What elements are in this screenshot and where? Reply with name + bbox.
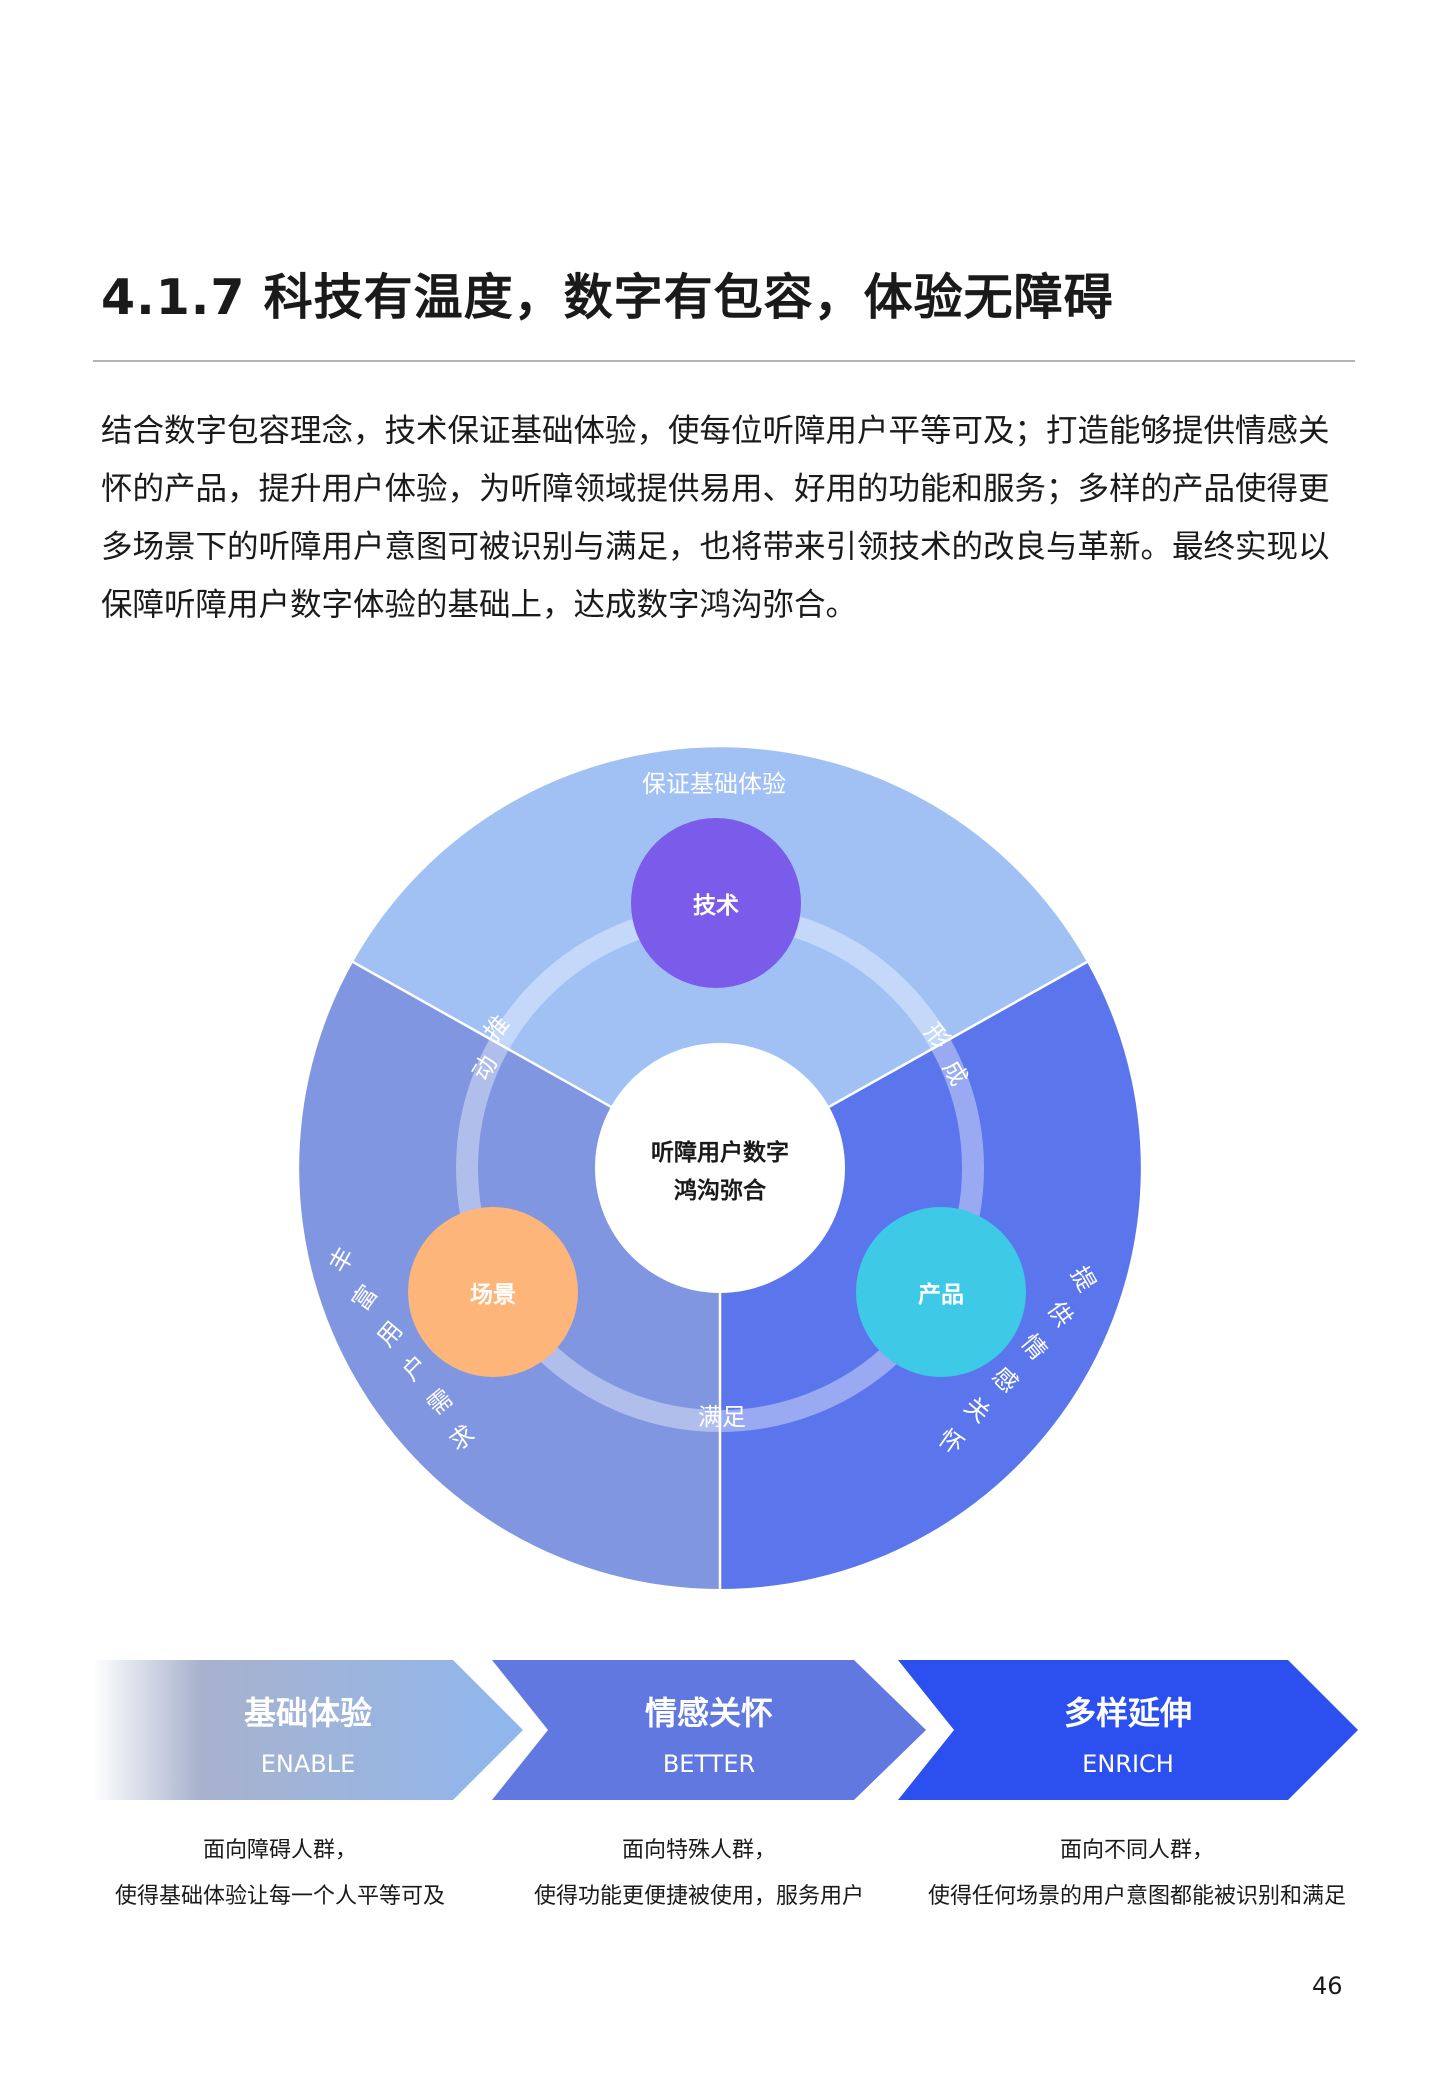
stage-desc-line: 使得功能更便捷被使用，服务用户 (533, 1884, 864, 1909)
stage-title: 多样延伸 (1063, 1694, 1192, 1732)
node-scene (408, 1207, 578, 1377)
stage-subtitle: BETTER (662, 1750, 756, 1778)
stage-chevron-enrich: 多样延伸 ENRICH (898, 1660, 1358, 1800)
stage-chevron-better: 情感关怀 BETTER (492, 1660, 926, 1800)
node-product-label: 产品 (918, 1281, 964, 1308)
stage-chevron-enable: 基础体验 ENABLE (93, 1660, 523, 1800)
center-label-line2: 鸿沟弥合 (674, 1177, 767, 1204)
stage-subtitle: ENRICH (1082, 1750, 1174, 1778)
node-scene-label: 场景 (470, 1282, 516, 1308)
page-title: 4.1.7 科技有温度，数字有包容，体验无障碍 (101, 269, 1114, 326)
stage-desc-line: 使得任何场景的用户意图都能被识别和满足 (927, 1884, 1346, 1909)
node-tech (631, 818, 801, 988)
node-tech-label: 技术 (693, 893, 739, 919)
stage-description-better: 面向特殊人群， 使得功能更便捷被使用，服务用户 (512, 1828, 886, 1920)
stage-desc-line: 面向特殊人群， (621, 1838, 776, 1863)
node-product (856, 1207, 1026, 1377)
stage-desc-line: 使得基础体验让每一个人平等可及 (114, 1884, 445, 1909)
stage-title: 基础体验 (243, 1694, 372, 1732)
center-circle (595, 1043, 845, 1293)
title-divider (93, 360, 1355, 362)
stage-desc-line: 面向不同人群， (1059, 1838, 1214, 1863)
stage-subtitle: ENABLE (260, 1750, 356, 1778)
page-number: 46 (1312, 1972, 1343, 2000)
inclusion-cycle-diagram: 听障用户数字 鸿沟弥合 保证基础体验 技术 场景 产品 推 动 形 成 满足 丰… (299, 747, 1141, 1589)
center-label-line1: 听障用户数字 (651, 1139, 789, 1166)
stage-desc-line: 面向障碍人群， (202, 1838, 357, 1863)
stage-description-enable: 面向障碍人群， 使得基础体验让每一个人平等可及 (93, 1828, 467, 1920)
arc-label-satisfy: 满足 (698, 1403, 746, 1431)
top-sector-label: 保证基础体验 (642, 770, 786, 798)
intro-paragraph: 结合数字包容理念，技术保证基础体验，使每位听障用户平等可及；打造能够提供情感关怀… (101, 413, 1330, 623)
stage-description-enrich: 面向不同人群， 使得任何场景的用户意图都能被识别和满足 (912, 1828, 1362, 1920)
stage-title: 情感关怀 (644, 1694, 773, 1732)
